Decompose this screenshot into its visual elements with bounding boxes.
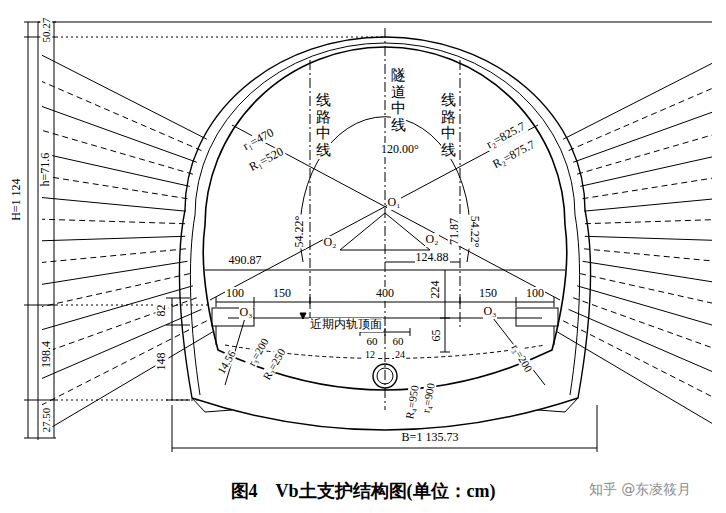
dimension-label: 100	[225, 287, 245, 300]
rail-top-label: 近期内轨顶面	[309, 318, 383, 331]
angle-label: 54.22°	[293, 215, 306, 249]
dimension-label: 400	[375, 287, 395, 300]
dimension-label: H=1 124	[9, 178, 22, 222]
rock-bolt	[577, 286, 712, 325]
rock-bolt	[573, 298, 712, 348]
track-center-line	[310, 60, 311, 330]
dimension-label: 65	[430, 329, 443, 343]
rock-bolt	[42, 55, 207, 139]
rock-bolt	[42, 130, 193, 174]
radius-label: r₃=200	[509, 341, 536, 375]
rock-bolt	[42, 107, 197, 163]
center-point-label: O₃	[483, 305, 498, 318]
frame-line	[38, 22, 39, 440]
dimension-label: 124.88	[415, 251, 450, 264]
rock-bolt	[585, 220, 712, 224]
dimension-label: 71.87	[447, 218, 460, 247]
dimension-label: 60	[392, 335, 405, 347]
center-point-label: O₂	[323, 236, 338, 249]
rock-bolt	[580, 274, 712, 303]
dimension-label: 12	[364, 349, 376, 360]
tunnel-center-label: 隧道中线	[391, 66, 406, 134]
drain-pipe	[373, 364, 397, 388]
rock-bolt	[42, 236, 185, 240]
center-point-label: O₂	[425, 233, 440, 246]
watermark: 知乎 @东凌筱月	[588, 482, 692, 497]
rock-bolt	[42, 82, 201, 151]
dimension-label: 150	[478, 287, 498, 300]
rock-bolt	[584, 249, 712, 261]
rock-bolt	[42, 321, 207, 405]
dimension-label: 60	[366, 335, 379, 347]
track-center-label: 线路中线	[316, 91, 331, 159]
track-center-label: 线路中线	[441, 91, 456, 159]
figure-caption: 图4 Vb土支护结构图(单位：cm)	[231, 479, 496, 503]
frame-line	[38, 22, 712, 23]
rock-bolt	[42, 261, 187, 284]
center-point-label: O₁	[387, 196, 402, 209]
radius-label: r₄=900	[419, 381, 437, 415]
dimension-label: 148	[155, 352, 168, 372]
rock-bolt	[580, 157, 712, 186]
dimension-label: 14.56	[214, 347, 238, 376]
rock-bolt	[42, 309, 201, 378]
rock-bolt	[563, 321, 712, 397]
rock-bolt	[42, 249, 186, 263]
rock-bolt	[569, 309, 712, 371]
dimension-label: 50.27	[40, 17, 52, 44]
rock-bolt	[42, 332, 213, 433]
rock-bolt	[557, 332, 712, 424]
cable-trough	[516, 308, 558, 326]
rock-bolt	[42, 176, 187, 199]
dimension-label: 82	[155, 304, 168, 318]
tunnel-center-line	[385, 28, 386, 410]
angle-label: 120.00°	[380, 143, 420, 156]
rock-bolt	[42, 274, 190, 307]
rock-bolt	[583, 178, 712, 199]
dimension-label: B=1 135.73	[401, 431, 460, 444]
rock-bolt	[42, 219, 185, 223]
angle-label: 54.22°	[467, 215, 480, 249]
track-center-line	[460, 60, 461, 330]
dimension-line	[172, 448, 597, 449]
center-point-label: O₃	[239, 306, 254, 319]
dimension-label: 27.50	[40, 407, 52, 434]
dimension-label: 150	[272, 287, 292, 300]
dimension-label: 224	[429, 280, 442, 300]
dimension-line	[28, 22, 29, 438]
rock-bolt	[573, 112, 712, 162]
rock-bolt	[42, 198, 186, 212]
rock-bolt	[563, 63, 712, 139]
rock-bolt	[585, 236, 712, 240]
rock-bolt	[42, 153, 190, 186]
dimension-label: 490.87	[228, 254, 263, 267]
dimension-label: h=71.6	[39, 152, 52, 188]
dimension-label: 100	[525, 287, 545, 300]
rock-bolt	[584, 199, 712, 211]
rock-bolt	[577, 135, 712, 174]
dimension-label: 24	[394, 349, 406, 360]
dimension-label: 198.4	[39, 341, 52, 370]
